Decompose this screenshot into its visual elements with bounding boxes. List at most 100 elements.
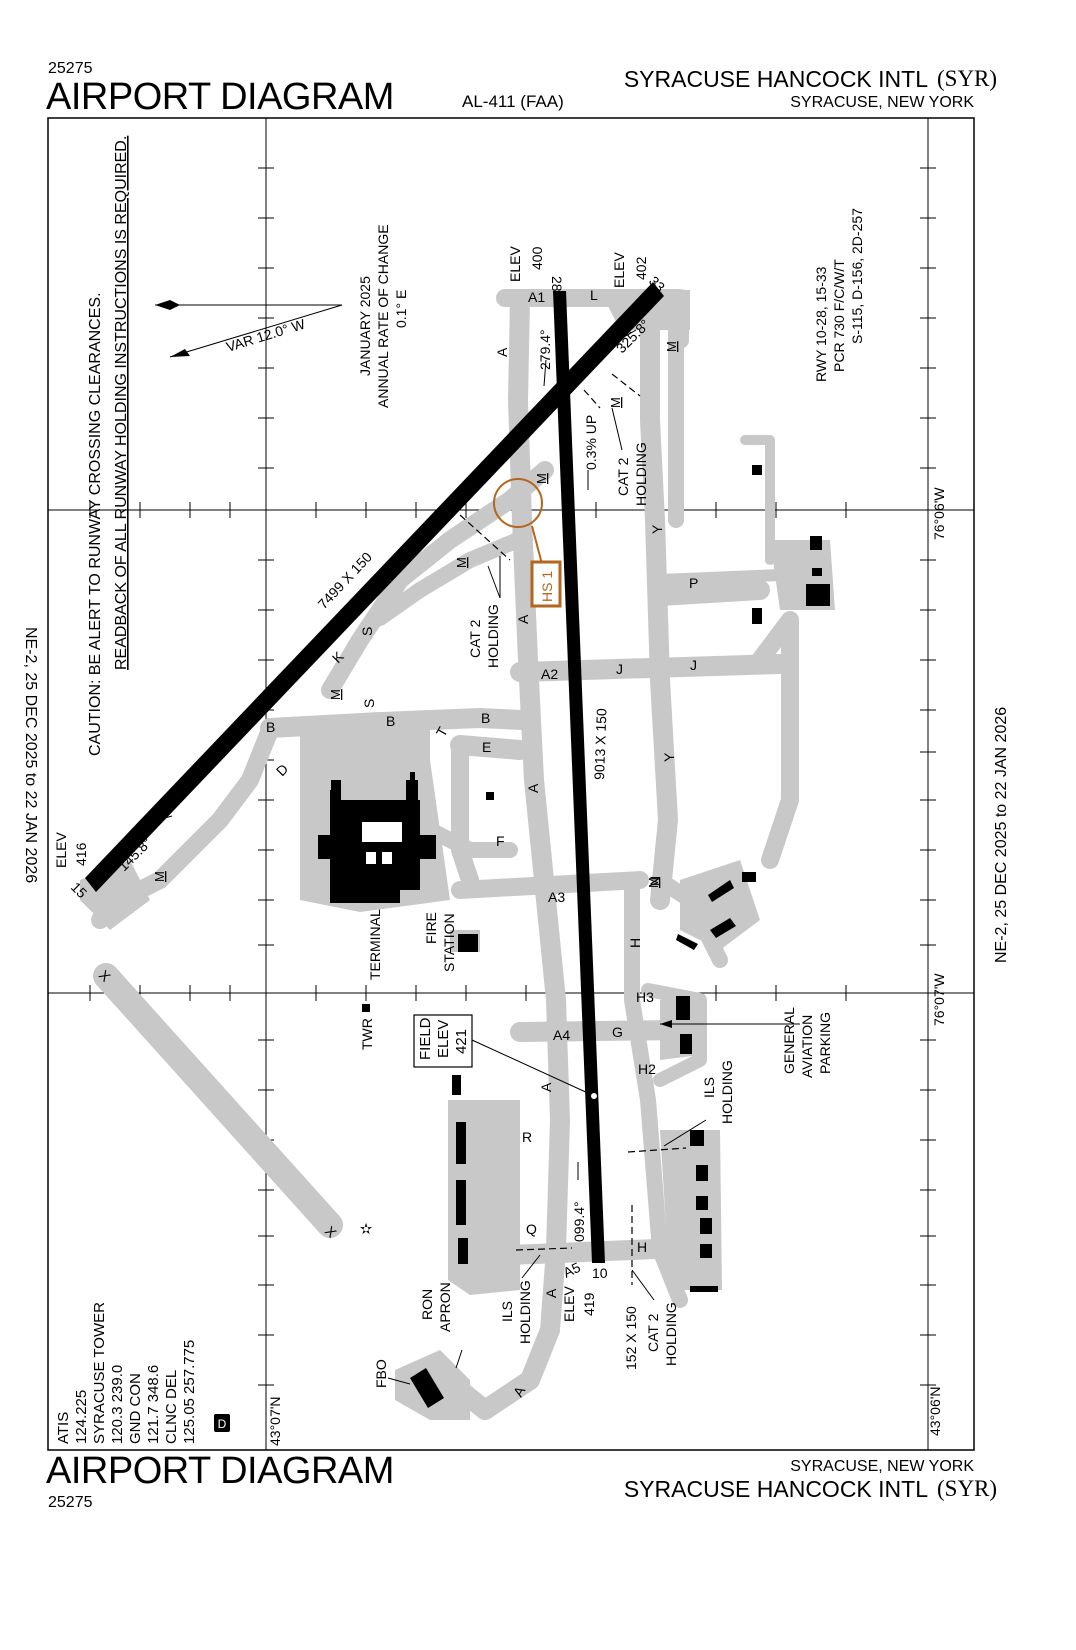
hot-spot-label: HS 1: [539, 571, 555, 602]
svg-text:SYRACUSE TOWER: SYRACUSE TOWER: [91, 1302, 108, 1444]
buildings: [318, 465, 830, 1408]
fire-station-label: FIRE: [423, 912, 439, 944]
taxiway-label: L: [590, 287, 598, 303]
mag-mark: M: [454, 557, 469, 568]
beacon-icon: ✫: [360, 1221, 373, 1238]
taxiway-label: J: [616, 661, 623, 677]
elev-label: ELEV: [611, 252, 627, 288]
fbo-label: FBO: [373, 1359, 389, 1388]
mag-mark: M: [664, 341, 679, 352]
footer-chart-number: 25275: [48, 1494, 93, 1511]
taxiway-label: H3: [636, 989, 654, 1005]
svg-text:ILS: ILS: [701, 1077, 717, 1098]
taxiway-label: A: [494, 347, 510, 357]
field-elev-text: FIELD ELEV 421: [417, 1017, 470, 1060]
elev-402: 402: [633, 256, 649, 280]
taxiway-label: B: [266, 719, 275, 735]
taxiway-label: G: [612, 1024, 623, 1040]
svg-text:HOLDING: HOLDING: [719, 1060, 735, 1124]
elev-label: ELEV: [561, 1286, 577, 1322]
svg-text:43°06'N: 43°06'N: [927, 1386, 943, 1436]
svg-text:CAT 2: CAT 2: [645, 1313, 661, 1352]
svg-text:ANNUAL RATE OF CHANGE: ANNUAL RATE OF CHANGE: [375, 224, 391, 408]
svg-text:120.3 239.0: 120.3 239.0: [109, 1365, 126, 1444]
field-elevation-point: [591, 1093, 597, 1099]
right-effective-date: NE-2, 25 DEC 2025 to 22 JAN 2026: [993, 707, 1010, 963]
procedure-id: AL-411 (FAA): [462, 92, 564, 111]
svg-text:ATIS: ATIS: [55, 1412, 72, 1444]
heading-279: 279.4°: [537, 329, 553, 370]
ron-apron-label: RON: [419, 1289, 435, 1320]
runway-15-33: [85, 282, 664, 892]
chart-frame: [47, 117, 975, 1451]
taxiway-label: P: [689, 575, 698, 591]
taxiway-label: Q: [526, 1221, 537, 1237]
taxiway-label: H: [637, 1239, 647, 1255]
ga-parking-label: PARKING: [817, 1012, 833, 1074]
elev-419: 419: [581, 1292, 597, 1316]
taxiway-label: A3: [548, 889, 565, 905]
airport-location: SYRACUSE, NEW YORK: [790, 94, 974, 111]
elev-label: ELEV: [53, 832, 69, 868]
svg-text:ILS: ILS: [499, 1301, 515, 1322]
mag-mark: M: [608, 397, 623, 408]
terminal-label: TERMINAL: [367, 909, 383, 980]
d-badge-text: D: [218, 1417, 227, 1431]
taxiway-network: [91, 289, 799, 1420]
taxiway-label: N: [647, 876, 663, 886]
footer-location: SYRACUSE, NEW YORK: [790, 1458, 974, 1475]
frequency-block: ATIS 124.225 SYRACUSE TOWER 120.3 239.0 …: [55, 1302, 198, 1444]
hold-lines: [459, 373, 687, 1285]
runway-info: RWY 10-28, 15-33 PCR 730 F/C/W/T S-115, …: [813, 208, 865, 382]
pad-dims: 152 X 150: [623, 1306, 639, 1370]
terminal-building: [330, 800, 420, 890]
mag-mark: M: [646, 877, 661, 888]
airport-id: (SYR): [937, 66, 998, 91]
taxiway-label: S: [359, 627, 375, 636]
svg-text:FIELD: FIELD: [417, 1017, 434, 1060]
svg-text:HOLDING: HOLDING: [485, 604, 501, 668]
svg-text:HOLDING: HOLDING: [663, 1302, 679, 1366]
svg-text:124.225: 124.225: [73, 1390, 90, 1444]
ga-parking-label: GENERAL: [781, 1007, 797, 1074]
d-badge: [214, 1414, 230, 1432]
taxiway-label: R: [522, 1129, 532, 1145]
taxiway-label: Y: [649, 524, 665, 534]
taxiway-label: A: [543, 1288, 559, 1298]
runway-number-28: 28: [549, 276, 565, 292]
svg-text:121.7 348.6: 121.7 348.6: [145, 1365, 162, 1444]
svg-text:CAT 2: CAT 2: [615, 457, 631, 496]
svg-text:76°06'W: 76°06'W: [931, 487, 947, 540]
mag-mark: M: [328, 689, 343, 700]
svg-text:READBACK OF ALL RUNWAY HOLDING: READBACK OF ALL RUNWAY HOLDING INSTRUCTI…: [113, 136, 130, 670]
ron-apron-label: APRON: [437, 1282, 453, 1332]
svg-text:JANUARY 2025: JANUARY 2025: [357, 276, 373, 376]
svg-text:CAUTION: BE ALERT TO RUNWAY CR: CAUTION: BE ALERT TO RUNWAY CROSSING CLE…: [87, 292, 104, 756]
left-effective-date: NE-2, 25 DEC 2025 to 22 JAN 2026: [22, 627, 39, 883]
mag-mark: M: [534, 473, 549, 484]
taxiway-label: B: [386, 713, 395, 729]
facility-labels: TERMINAL FIRE STATION TWR GENERAL AVIATI…: [359, 909, 833, 1388]
chart-number: 25275: [48, 60, 93, 77]
svg-text:421: 421: [453, 1029, 470, 1054]
taxiway-label: A4: [553, 1027, 570, 1043]
taxiway-label: F: [496, 833, 505, 849]
svg-text:PCR 730 F/C/W/T: PCR 730 F/C/W/T: [831, 259, 847, 372]
taxiway-label: H2: [638, 1061, 656, 1077]
svg-text:RWY 10-28, 15-33: RWY 10-28, 15-33: [813, 266, 829, 382]
taxiway-label: A: [538, 1082, 554, 1092]
field-elevation-box: [413, 1014, 591, 1095]
taxiway-label: A1: [528, 289, 545, 305]
true-north-icon: [155, 300, 180, 310]
taxiway-label: D: [273, 761, 291, 779]
airport-name: SYRACUSE HANCOCK INTL: [623, 66, 928, 92]
svg-text:HOLDING: HOLDING: [517, 1280, 533, 1344]
caution-note: CAUTION: BE ALERT TO RUNWAY CROSSING CLE…: [87, 136, 130, 756]
north-arrows: [155, 300, 343, 358]
ga-parking-label: AVIATION: [799, 1015, 815, 1078]
fire-station-label: STATION: [441, 913, 457, 972]
tower-label: TWR: [359, 1018, 375, 1050]
taxiway-label: H: [627, 938, 643, 948]
heading-099: 099.4°: [571, 1201, 587, 1242]
